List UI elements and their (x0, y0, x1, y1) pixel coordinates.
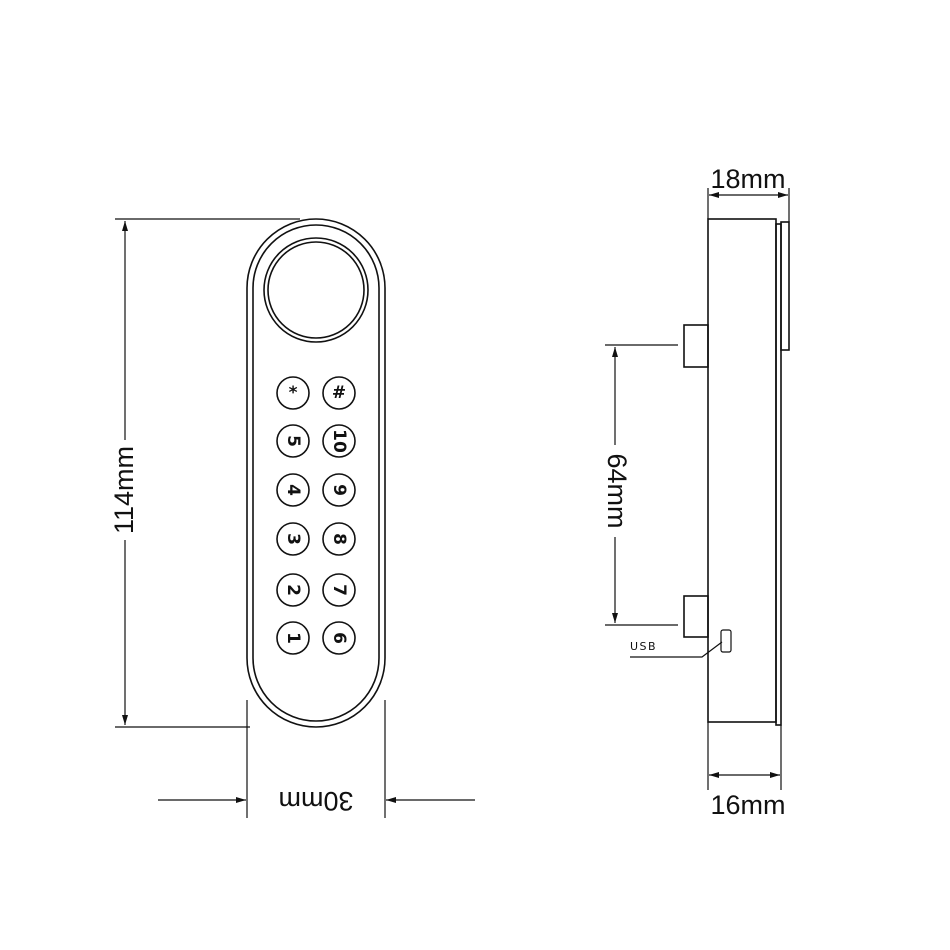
reader-ring-outer (263, 237, 369, 343)
keypad-key[interactable]: 8 (322, 522, 356, 556)
faceplate-side (775, 223, 782, 726)
key-outline (322, 573, 356, 607)
key-label: 9 (329, 484, 349, 496)
lock-body-outline (246, 218, 386, 728)
mount-post-bottom (683, 595, 709, 638)
keypad-key[interactable]: 1 (276, 621, 310, 655)
width-label: 30mm (278, 786, 353, 816)
key-label: * (289, 383, 298, 403)
reader-cover-side (780, 221, 790, 351)
spacing-dimension: 64mm (602, 344, 678, 626)
key-outline (322, 424, 356, 458)
usb-port (720, 629, 732, 653)
keypad-key[interactable]: 10 (322, 424, 356, 458)
key-label: 6 (329, 632, 349, 644)
front-view: * #5 10 4 9 3 8 2 7 1 6 114mm 30mm (109, 218, 475, 818)
keypad-key[interactable]: 6 (322, 621, 356, 655)
key-outline (276, 473, 310, 507)
key-outline (276, 522, 310, 556)
keypad-key[interactable]: * (276, 376, 310, 410)
key-label: 2 (283, 584, 303, 596)
keypad-key[interactable]: 9 (322, 473, 356, 507)
keypad-key[interactable]: 3 (276, 522, 310, 556)
keypad-key[interactable]: 5 (276, 424, 310, 458)
keypad-key[interactable]: 2 (276, 573, 310, 607)
top-depth-label: 18mm (710, 164, 785, 194)
usb-label: USB (630, 640, 657, 653)
usb-leader-line (630, 641, 723, 658)
key-outline (322, 376, 356, 410)
key-outline (322, 522, 356, 556)
key-label: 7 (329, 584, 349, 596)
key-outline (276, 424, 310, 458)
bottom-depth-label: 16mm (710, 790, 785, 820)
key-label: 3 (283, 533, 303, 545)
bottom-depth-dimension: 16mm (707, 722, 786, 820)
top-depth-dimension: 18mm (707, 164, 790, 222)
key-label: 1 (283, 632, 303, 644)
key-label: 4 (283, 484, 303, 496)
keypad-key[interactable]: # (322, 376, 356, 410)
key-outline (322, 621, 356, 655)
keypad-key[interactable]: 7 (322, 573, 356, 607)
width-dimension: 30mm (158, 700, 475, 818)
side-view: USB 64mm 18mm 16mm (602, 164, 790, 820)
spacing-label: 64mm (602, 453, 632, 528)
height-label: 114mm (109, 446, 139, 534)
height-dimension: 114mm (109, 218, 300, 728)
housing-side (707, 218, 777, 723)
key-label: 5 (283, 435, 303, 447)
key-label: 10 (329, 429, 349, 453)
key-outline (276, 621, 310, 655)
key-label: # (332, 383, 346, 403)
mount-post-top (683, 324, 709, 368)
reader-ring-inner (267, 241, 365, 339)
keypad: * #5 10 4 9 3 8 2 7 1 6 (276, 376, 356, 655)
lock-face-outline (252, 224, 380, 722)
key-outline (276, 376, 310, 410)
key-outline (322, 473, 356, 507)
keypad-key[interactable]: 4 (276, 473, 310, 507)
key-outline (276, 573, 310, 607)
key-label: 8 (329, 533, 349, 545)
